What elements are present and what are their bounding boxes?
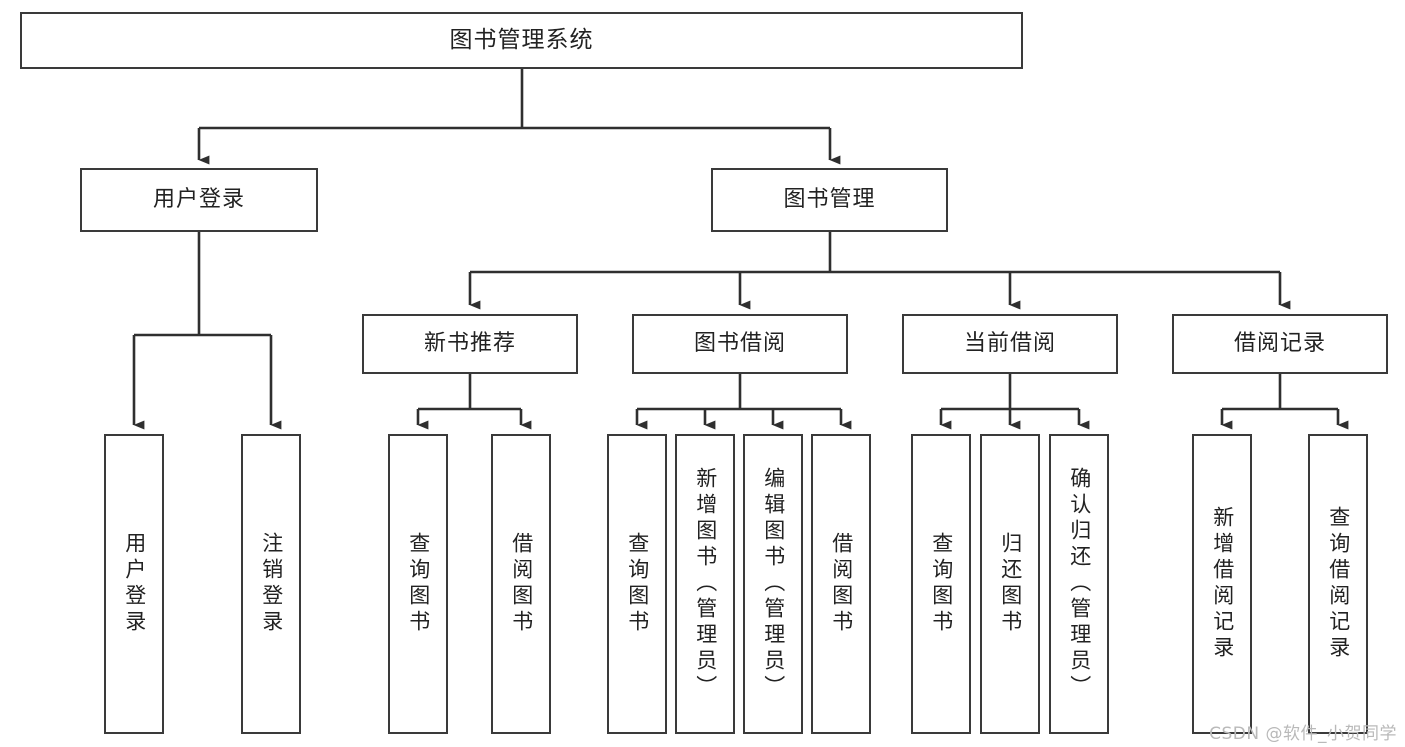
node-label: 新增图书（管理员） (693, 467, 718, 701)
leaf-borrow-book-newbook[interactable]: 借阅图书 (491, 434, 551, 734)
node-label: 用户登录 (122, 532, 147, 636)
node-borrow-record[interactable]: 借阅记录 (1172, 314, 1388, 374)
node-root-book-management-system[interactable]: 图书管理系统 (20, 12, 1023, 69)
leaf-query-book-newbook[interactable]: 查询图书 (388, 434, 448, 734)
node-label: 查询借阅记录 (1326, 506, 1351, 662)
leaf-add-book-admin[interactable]: 新增图书（管理员） (675, 434, 735, 734)
node-label: 编辑图书（管理员） (761, 467, 786, 701)
leaf-query-borrow-record[interactable]: 查询借阅记录 (1308, 434, 1368, 734)
node-label: 新书推荐 (423, 330, 516, 356)
node-label: 注销登录 (259, 532, 284, 636)
node-book-manage[interactable]: 图书管理 (711, 168, 948, 232)
node-label: 新增借阅记录 (1210, 506, 1235, 662)
leaf-user-logout[interactable]: 注销登录 (241, 434, 301, 734)
node-label: 用户登录 (152, 186, 245, 212)
node-label: 借阅图书 (509, 532, 534, 636)
node-current-borrow[interactable]: 当前借阅 (902, 314, 1118, 374)
node-label: 查询图书 (929, 532, 954, 636)
node-user-login[interactable]: 用户登录 (80, 168, 318, 232)
leaf-return-book[interactable]: 归还图书 (980, 434, 1040, 734)
node-label: 查询图书 (406, 532, 431, 636)
leaf-add-borrow-record[interactable]: 新增借阅记录 (1192, 434, 1252, 734)
leaf-user-login[interactable]: 用户登录 (104, 434, 164, 734)
leaf-query-book-borrow[interactable]: 查询图书 (607, 434, 667, 734)
leaf-borrow-book-borrow[interactable]: 借阅图书 (811, 434, 871, 734)
node-label: 图书借阅 (693, 330, 786, 356)
node-label: 借阅图书 (829, 532, 854, 636)
leaf-confirm-return-admin[interactable]: 确认归还（管理员） (1049, 434, 1109, 734)
node-label: 当前借阅 (963, 330, 1056, 356)
leaf-query-book-current[interactable]: 查询图书 (911, 434, 971, 734)
node-label: 查询图书 (625, 532, 650, 636)
node-label: 图书管理系统 (449, 26, 594, 53)
node-label: 借阅记录 (1233, 330, 1326, 356)
node-book-borrow[interactable]: 图书借阅 (632, 314, 848, 374)
node-label: 确认归还（管理员） (1067, 467, 1092, 701)
node-label: 归还图书 (998, 532, 1023, 636)
node-new-book-recommend[interactable]: 新书推荐 (362, 314, 578, 374)
node-label: 图书管理 (783, 186, 876, 212)
leaf-edit-book-admin[interactable]: 编辑图书（管理员） (743, 434, 803, 734)
